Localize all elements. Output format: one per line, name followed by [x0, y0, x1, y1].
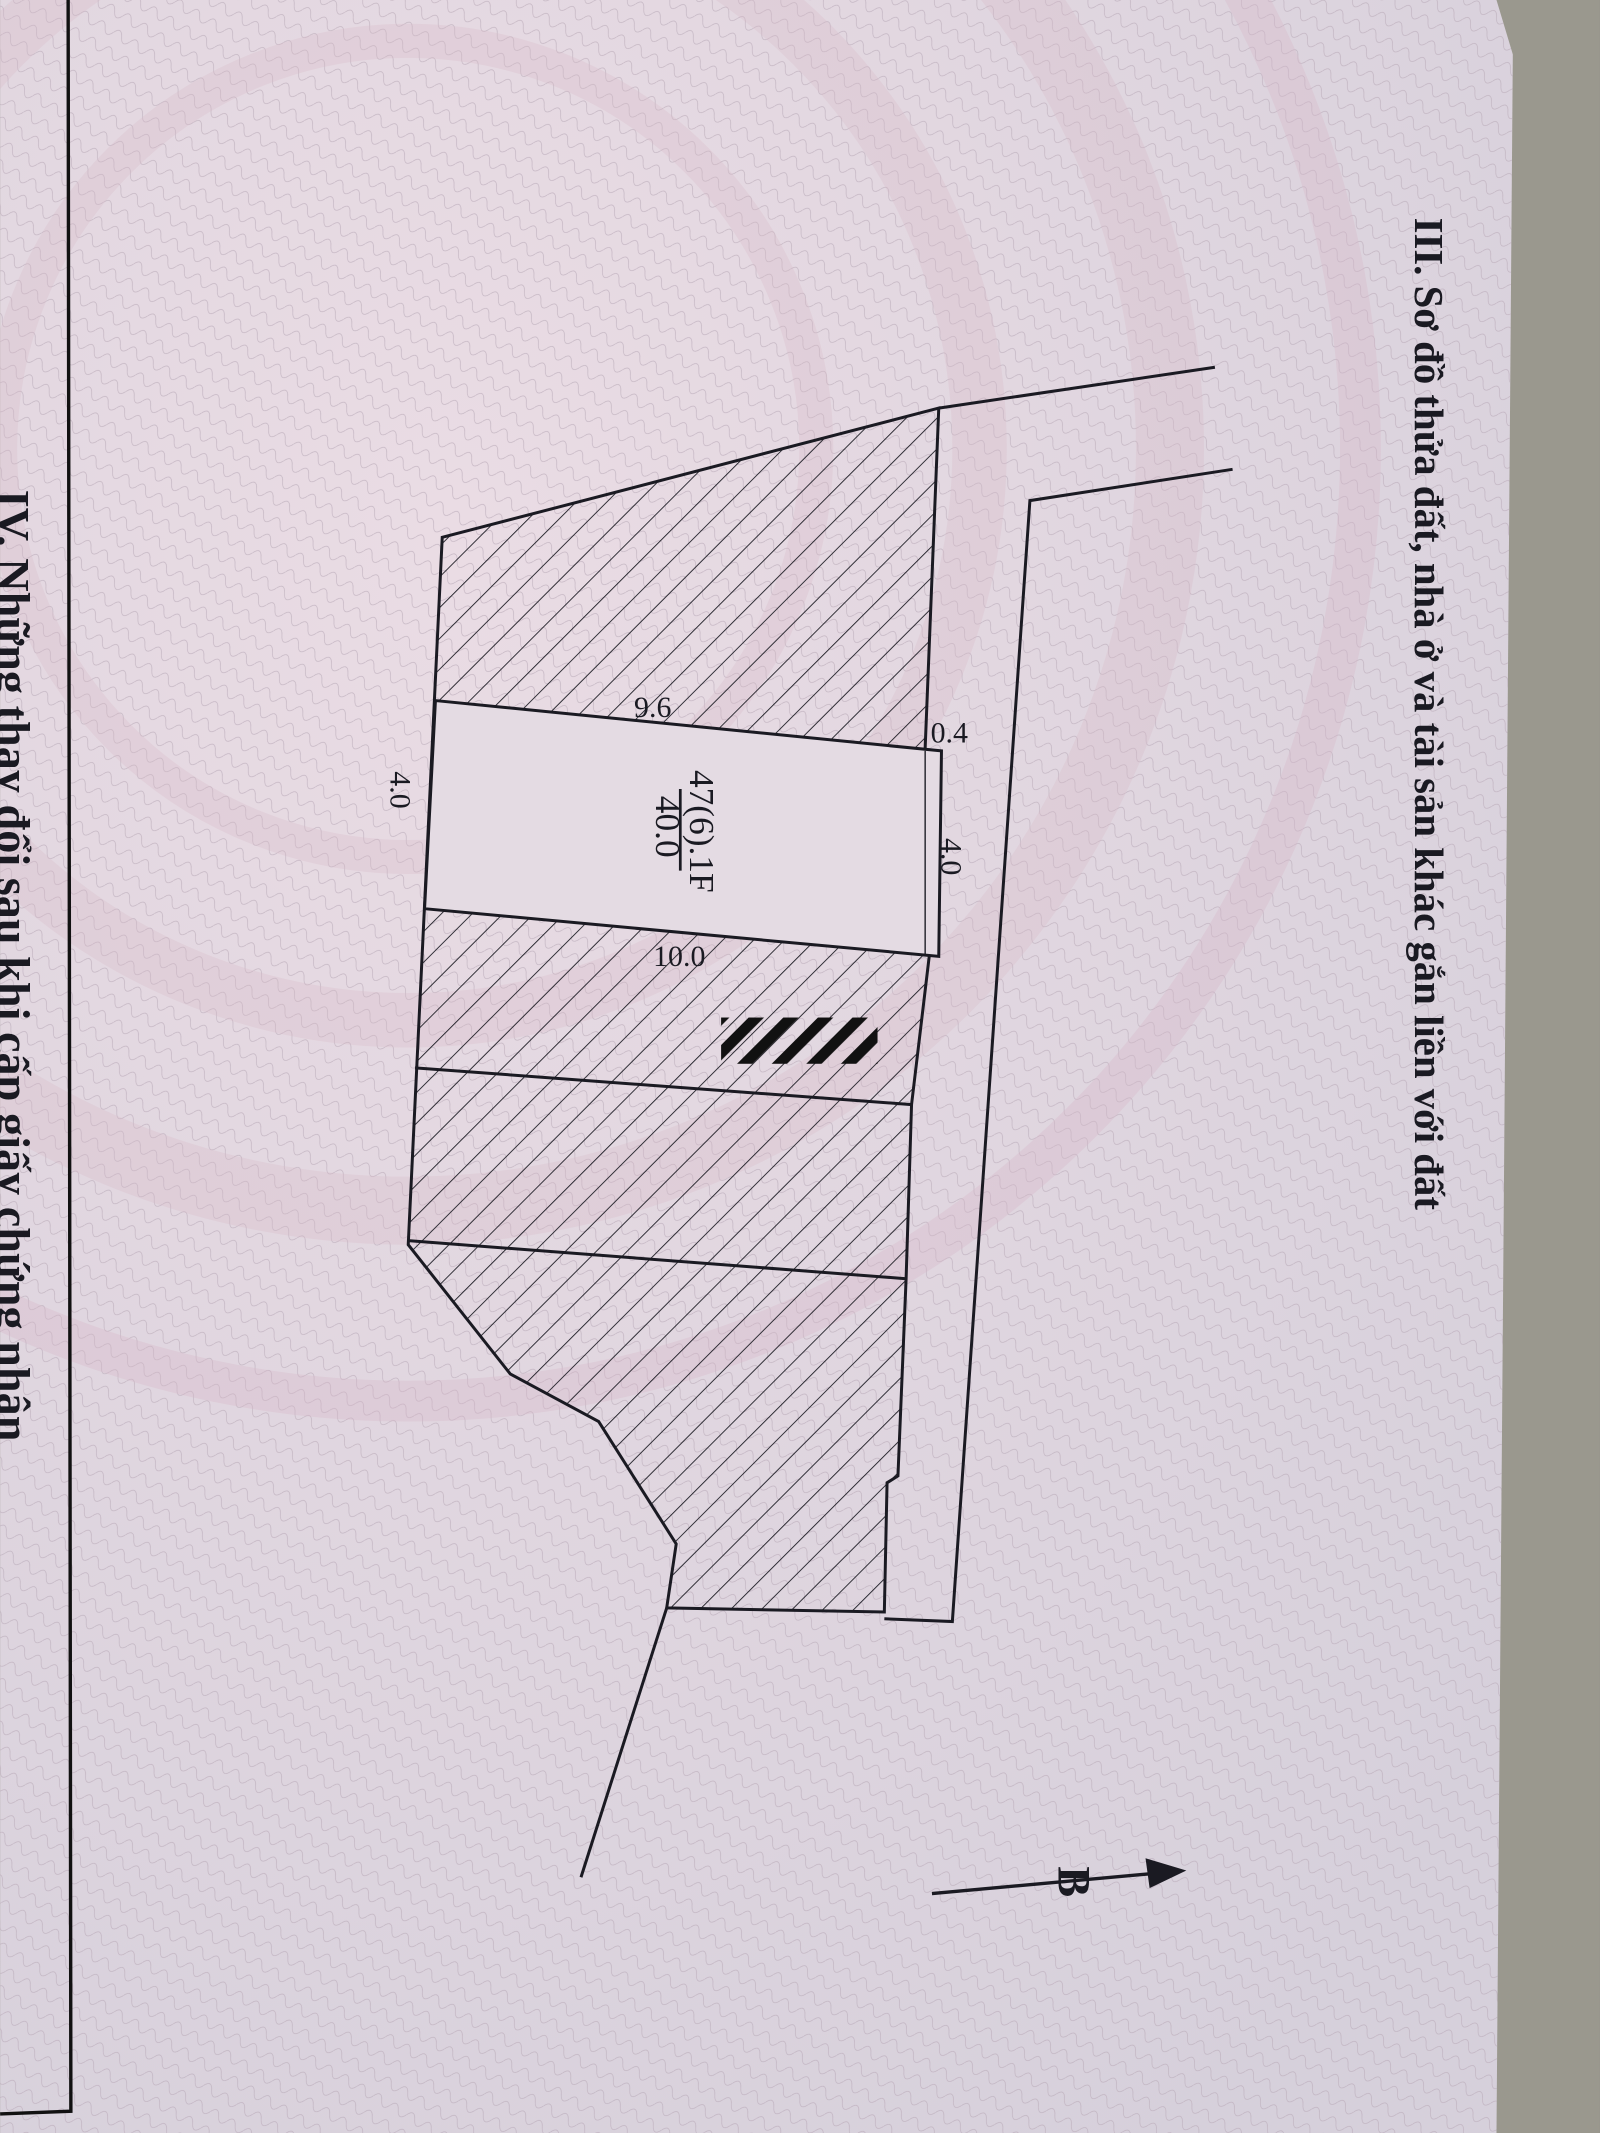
dim-back-width: 4.0 [384, 771, 417, 808]
dim-offset: 0.4 [931, 717, 968, 750]
parcel-number: 47(6).1F [682, 770, 722, 893]
dim-top-edge: 9.6 [634, 691, 671, 724]
frame-border [0, 0, 73, 2116]
road-edge [938, 365, 1216, 410]
road-edge [884, 467, 1233, 1624]
house-marker [721, 1017, 878, 1064]
dim-front-width: 4.0 [934, 838, 967, 875]
boundary-line [414, 1066, 912, 1107]
north-arrow-icon: B [931, 1858, 1187, 1897]
boundary-line [408, 1239, 907, 1281]
north-label: B [1047, 1866, 1098, 1897]
road-edge [579, 1607, 669, 1878]
section-iii-title: III. Sơ đồ thửa đất, nhà ở và tài sản kh… [1406, 218, 1451, 1211]
dim-bottom-edge: 10.0 [653, 940, 705, 973]
section-iv-title: IV. Những thay đổi sau khi cấp giấy chứn… [0, 490, 37, 1442]
subject-parcel [422, 698, 943, 958]
plot-diagram [406, 365, 1233, 1878]
parcel-area: 40.0 [648, 796, 688, 858]
